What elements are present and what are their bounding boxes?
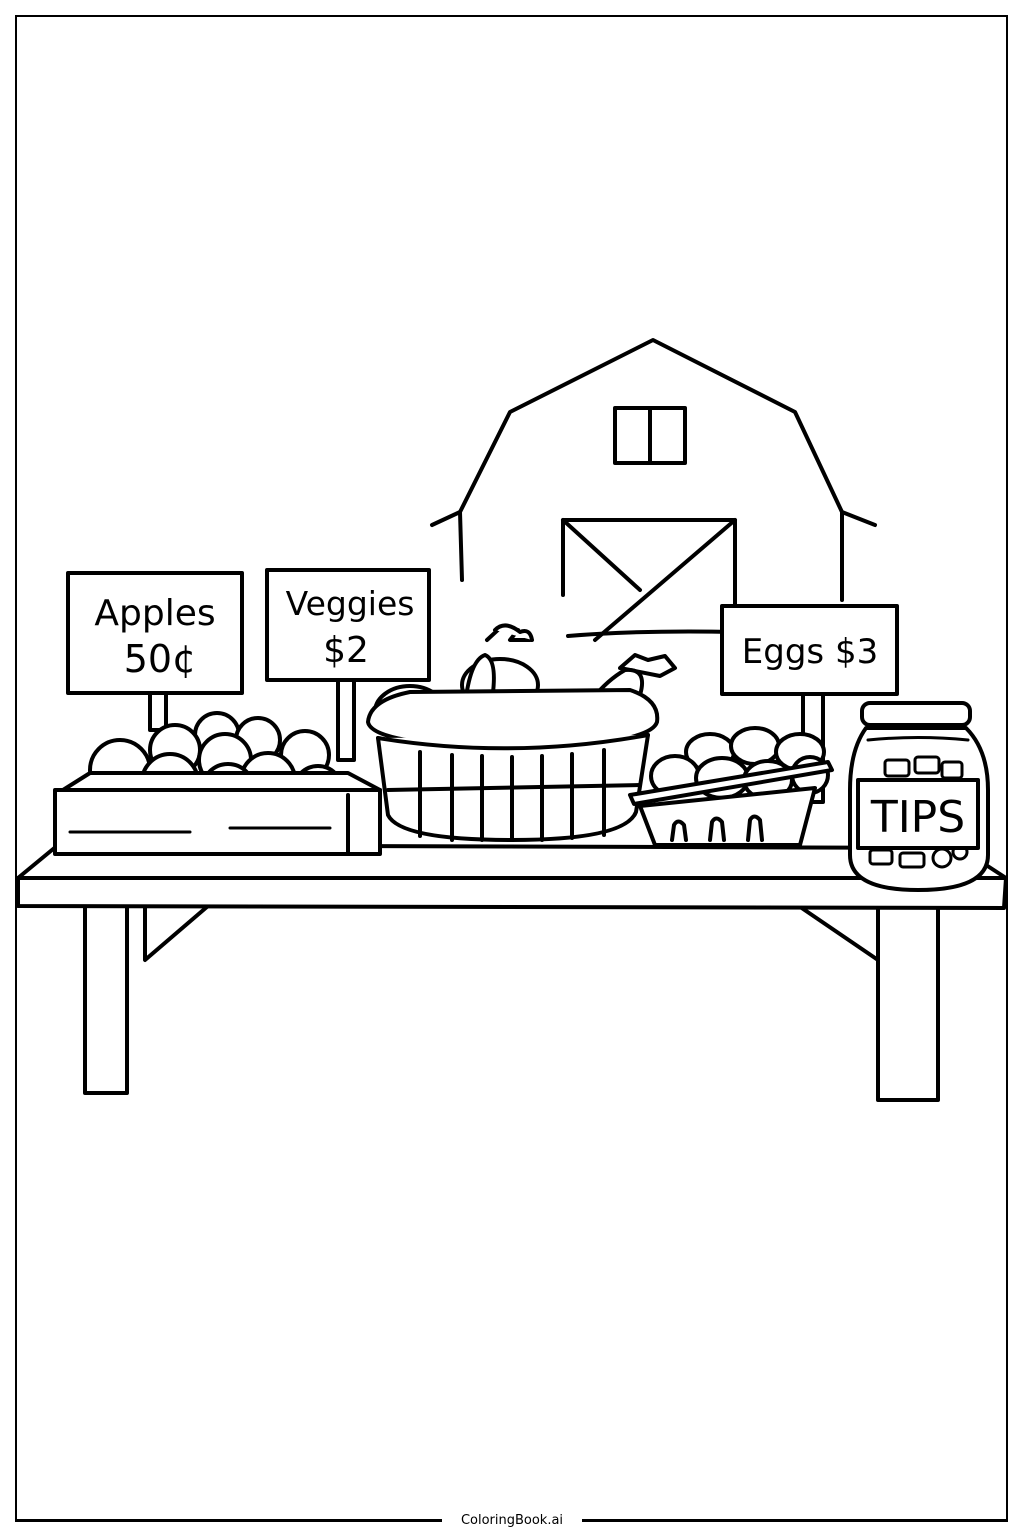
table — [16, 843, 1008, 1102]
tip-jar: TIPS — [848, 701, 990, 892]
table-leg-left — [83, 903, 129, 1095]
veggies-sign-post — [336, 678, 356, 762]
egg-carton — [628, 726, 834, 847]
vegetable-basket — [366, 623, 677, 842]
tip-jar-label: TIPS — [870, 792, 965, 843]
apples-sign-line1: Apples — [94, 593, 215, 634]
veggies-sign-line2: $2 — [323, 630, 369, 671]
barn-window — [613, 406, 687, 465]
tip-money — [868, 755, 969, 869]
eggs-pile — [649, 726, 830, 801]
veggies-sign: Veggies $2 — [265, 568, 431, 682]
veggies-sign-line1: Veggies — [286, 584, 415, 623]
footer-rule-right — [582, 1520, 1008, 1522]
footer-rule-left — [15, 1520, 442, 1522]
footer-brand-label: ColoringBook.ai — [442, 1511, 582, 1531]
table-leg-right — [876, 903, 940, 1102]
apples-sign-post — [148, 688, 168, 732]
eggs-sign: Eggs $3 — [720, 604, 899, 696]
barn-door — [561, 518, 737, 642]
barn — [430, 338, 877, 642]
apples-sign-line2: 50¢ — [124, 637, 197, 681]
apples-sign: Apples 50¢ — [66, 571, 244, 695]
apple-crate — [53, 711, 382, 856]
eggs-sign-label: Eggs $3 — [742, 632, 878, 672]
